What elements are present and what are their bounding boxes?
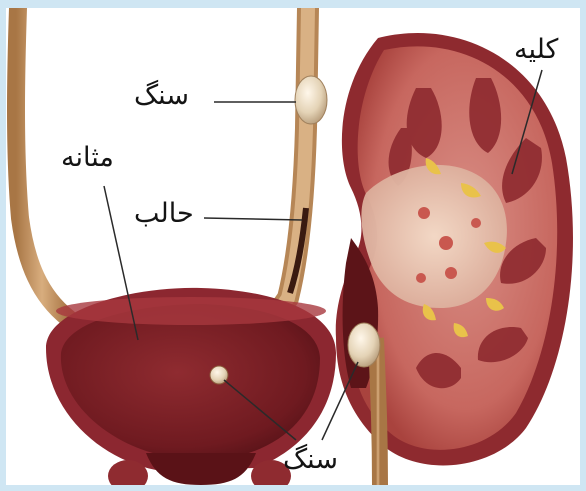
cut-ureter bbox=[274, 8, 308, 318]
kidney bbox=[336, 33, 573, 485]
label-ureter: حالب bbox=[134, 200, 194, 227]
label-ureter-stone: سنگ bbox=[134, 82, 189, 109]
ureter-stone bbox=[295, 76, 327, 124]
urinary-system-illustration bbox=[6, 8, 580, 485]
label-bladder: مثانه bbox=[61, 144, 114, 171]
label-kidney: کلیه bbox=[514, 36, 558, 63]
label-bottom-stone: سنگ bbox=[283, 446, 338, 473]
kidney-stone bbox=[348, 323, 380, 367]
leader-ureter bbox=[204, 218, 302, 220]
illustration-frame: سنگ مثانه حالب کلیه سنگ bbox=[6, 8, 580, 485]
